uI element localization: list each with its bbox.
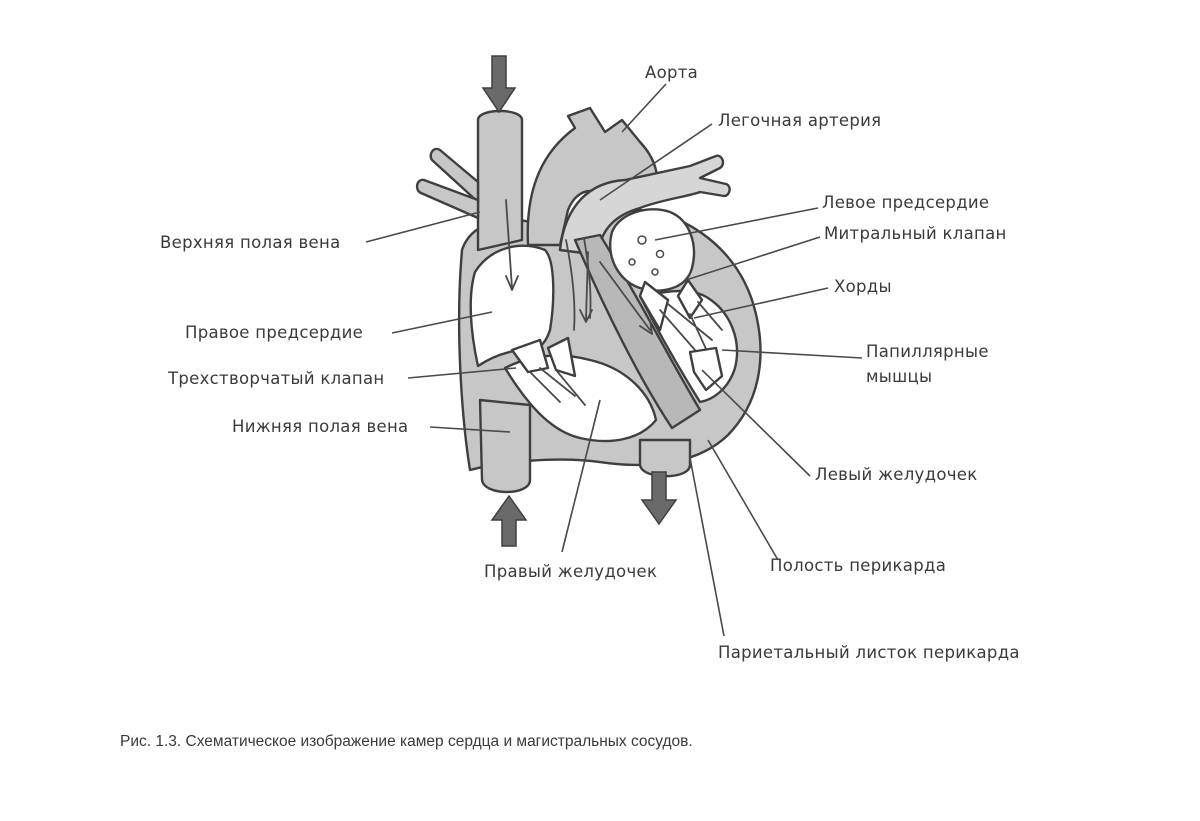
- heart-illustration: [415, 106, 762, 494]
- leader-left-ventricle: [701, 369, 811, 477]
- labels: Аорта Легочная артерия Левое предсердие …: [160, 63, 1020, 662]
- leader-tricuspid-valve: [407, 367, 517, 379]
- label-tricuspid-valve: Трехстворчатый клапан: [167, 369, 385, 388]
- inferior-vena-cava-shape: [478, 398, 532, 494]
- label-papillary-line1: Папиллярные: [866, 342, 989, 361]
- vena-cava-branch-upper: [429, 147, 480, 204]
- mitral-valve-leaflet: [676, 278, 704, 320]
- label-right-ventricle: Правый желудочек: [484, 562, 657, 581]
- leader-inferior-vena-cava: [429, 426, 511, 433]
- label-parietal-pericardium: Париетальный листок перикарда: [718, 643, 1020, 662]
- superior-vena-cava-shape: [476, 109, 524, 252]
- leader-left-atrium: [654, 207, 819, 241]
- label-pulmonary-artery: Легочная артерия: [718, 111, 881, 130]
- leader-parietal-pericardium: [689, 457, 725, 637]
- mitral-valve-leaflet: [638, 280, 670, 332]
- leader-right-atrium: [391, 311, 493, 334]
- leader-chordae: [693, 287, 829, 319]
- down-arrow-icon: [481, 55, 517, 114]
- aortic-arch-shape: [526, 106, 659, 247]
- flow-arrow-icon: [579, 251, 593, 323]
- tricuspid-chordae: [529, 367, 586, 406]
- leader-right-ventricle: [561, 399, 601, 553]
- up-arrow-icon: [490, 494, 528, 547]
- left-atrium-dot: [651, 268, 659, 276]
- figure-caption: Рис. 1.3. Схематическое изображение каме…: [120, 733, 693, 750]
- label-pericardial-cavity: Полость перикарда: [770, 556, 946, 575]
- down-arrow-icon: [640, 471, 678, 526]
- descending-aorta-shape: [638, 438, 692, 478]
- leader-mitral-valve: [685, 236, 821, 281]
- right-atrium-shape: [469, 244, 555, 368]
- label-left-atrium: Левое предсердие: [822, 193, 989, 212]
- pulmonary-artery-shape: [558, 154, 731, 257]
- leader-pericardial-cavity: [707, 439, 779, 561]
- left-atrium-dot: [637, 235, 647, 245]
- papillary-muscle: [688, 346, 724, 392]
- flow-arrow-icon: [505, 199, 519, 291]
- label-inferior-vena-cava: Нижняя полая вена: [232, 417, 408, 436]
- label-left-ventricle: Левый желудочек: [815, 465, 977, 484]
- leader-superior-vena-cava: [365, 211, 481, 243]
- label-superior-vena-cava: Верхняя полая вена: [160, 233, 340, 252]
- leader-aorta: [621, 83, 667, 133]
- tricuspid-valve-leaflet: [546, 336, 577, 378]
- label-right-atrium: Правое предсердие: [185, 323, 363, 342]
- outflow-tract-lines: [565, 237, 592, 331]
- left-atrium-dot: [655, 249, 665, 259]
- leader-lines: [365, 83, 863, 637]
- tricuspid-valve-leaflet: [510, 338, 550, 374]
- left-atrium-shape: [609, 208, 696, 292]
- chordae-lines: [659, 301, 723, 363]
- left-atrium-dot: [628, 258, 636, 266]
- label-papillary-line2: мышцы: [866, 367, 932, 386]
- label-chordae: Хорды: [834, 277, 892, 296]
- label-aorta: Аорта: [645, 63, 698, 82]
- vena-cava-branch-lower: [415, 178, 480, 220]
- septum-shape: [573, 233, 702, 430]
- blood-flow-arrows: [481, 55, 678, 547]
- leader-papillary: [721, 349, 863, 359]
- leader-pulmonary-artery: [599, 123, 713, 201]
- label-mitral-valve: Митральный клапан: [824, 224, 1007, 243]
- flow-arrow-icon: [599, 261, 653, 335]
